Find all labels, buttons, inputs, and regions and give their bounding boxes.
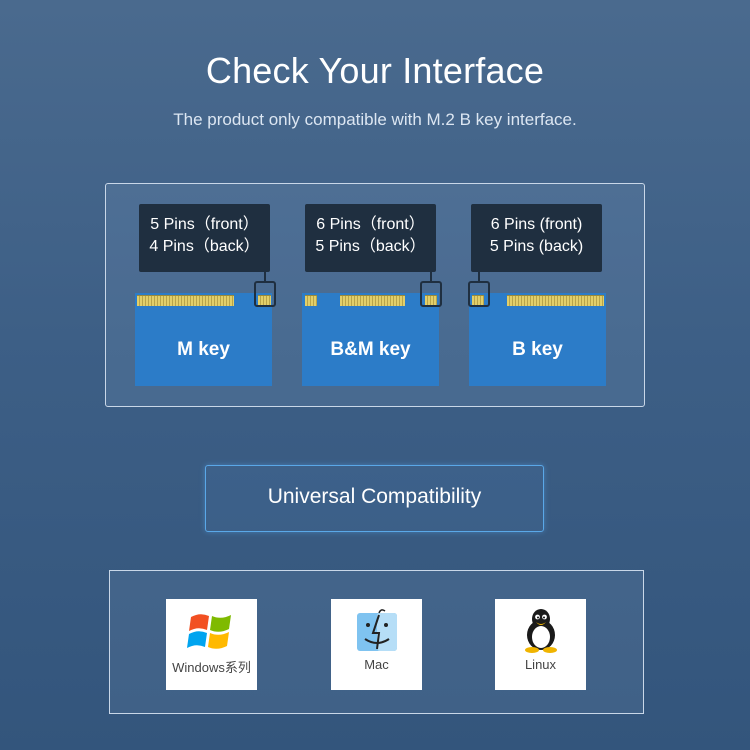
windows-icon	[187, 614, 231, 649]
b-key-card: B key	[469, 293, 606, 386]
b-key-pins-left	[472, 295, 484, 306]
os-tile-windows: Windows系列	[166, 599, 257, 690]
b-key-pin-callout: 6 Pins (front) 5 Pins (back)	[471, 204, 602, 272]
os-label-windows: Windows系列	[172, 660, 251, 675]
bm-key-back-pins: 5 Pins（back）	[315, 238, 426, 255]
linux-tux-icon	[525, 609, 557, 653]
page-title: Check Your Interface	[205, 50, 545, 91]
os-compatibility-panel: Windows系列 Mac Linux	[109, 570, 644, 714]
mac-finder-icon	[357, 609, 397, 651]
bm-key-label: B&M key	[330, 339, 411, 360]
os-label-mac: Mac	[364, 657, 389, 672]
m-key-back-pins: 4 Pins（back）	[149, 238, 260, 255]
b-key-notch-marker	[468, 281, 490, 307]
b-key-back-pins: 5 Pins (back)	[489, 238, 584, 255]
m-key-pins-left	[137, 295, 234, 306]
m-key-label: M key	[177, 339, 230, 360]
os-label-linux: Linux	[524, 657, 557, 672]
b-key-connector-line	[478, 272, 480, 282]
m-key-front-pins: 5 Pins（front）	[150, 216, 259, 233]
os-tile-linux: Linux	[495, 599, 586, 690]
bm-key-front-pins: 6 Pins（front）	[316, 216, 425, 233]
os-tile-mac: Mac	[331, 599, 422, 690]
bm-key-connector-line	[430, 272, 432, 282]
bm-key-pins-middle	[340, 295, 405, 306]
b-key-front-pins: 6 Pins (front)	[490, 216, 583, 233]
m-key-pin-callout: 5 Pins（front） 4 Pins（back）	[139, 204, 270, 272]
bm-key-pins-right	[425, 295, 437, 306]
b-key-pins-right	[507, 295, 604, 306]
key-comparison-panel: 5 Pins（front） 4 Pins（back） M key 6 Pins（…	[105, 183, 645, 407]
bm-key-pins-left	[305, 295, 317, 306]
m-key-connector-line	[264, 272, 266, 282]
bm-key-card: B&M key	[302, 293, 439, 386]
b-key-label: B key	[512, 339, 563, 360]
bm-key-pin-callout: 6 Pins（front） 5 Pins（back）	[305, 204, 436, 272]
page-subtitle: The product only compatible with M.2 B k…	[173, 110, 577, 129]
m-key-pins-right	[258, 295, 271, 306]
universal-compatibility-banner: Universal Compatibility	[205, 465, 544, 532]
m-key-notch-marker	[254, 281, 276, 307]
m-key-card: M key	[135, 293, 272, 386]
bm-key-notch-marker	[420, 281, 442, 307]
